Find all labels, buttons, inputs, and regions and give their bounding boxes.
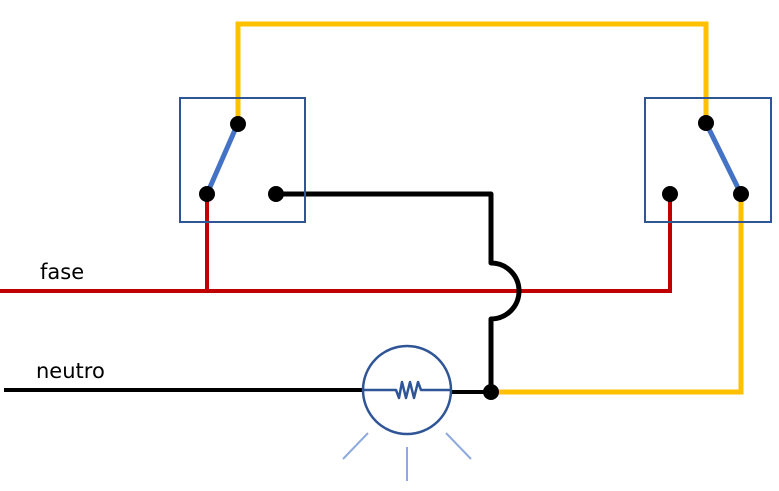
right-switch-lever <box>703 120 744 197</box>
neutral-label: neutro <box>36 359 105 383</box>
traveler-wire-top <box>235 21 709 123</box>
light-ray-right <box>445 432 472 460</box>
switched-wire <box>276 191 522 392</box>
lamp-filament <box>363 380 450 400</box>
phase-wire <box>0 194 672 293</box>
right-switch-terminal-left <box>662 186 678 202</box>
left-switch-lever <box>204 120 241 197</box>
left-switch-box <box>179 97 306 223</box>
switch-icon <box>179 97 306 223</box>
left-switch-terminal-common <box>199 186 215 202</box>
phase-label: fase <box>40 260 85 284</box>
light-bulb-icon <box>342 344 472 481</box>
right-switch-terminal-top <box>698 115 714 131</box>
right-switch-terminal-common <box>733 186 749 202</box>
traveler-wire-return <box>491 194 744 395</box>
switch-icon <box>644 97 772 223</box>
left-switch-terminal-top <box>230 116 246 132</box>
left-switch-terminal-right <box>268 186 284 202</box>
light-ray-left <box>342 432 369 460</box>
right-switch-box <box>644 97 772 223</box>
lamp-junction <box>483 384 499 400</box>
